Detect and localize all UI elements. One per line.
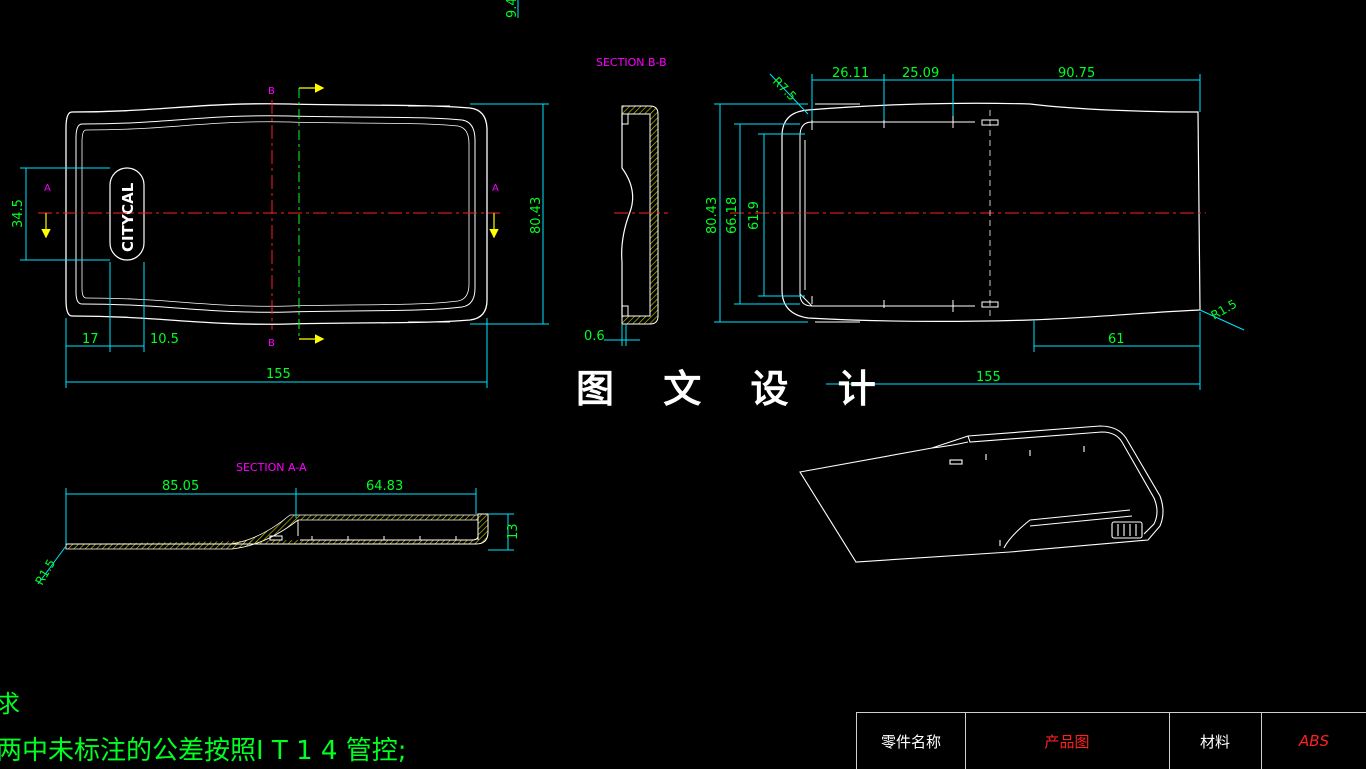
section-a-view: SECTION A-A 85.05 64.83 13 R1.5 bbox=[32, 461, 521, 588]
section-b-profile bbox=[621, 114, 634, 316]
section-a-base bbox=[66, 513, 489, 545]
top-view-inner-outline bbox=[75, 115, 476, 313]
dim-80-43-side: 80.43 bbox=[705, 197, 720, 234]
dim-r7-5: R7.5 bbox=[770, 74, 799, 103]
note-line-2: 两中未标注的公差按照I T 1 4 管控; bbox=[0, 736, 407, 766]
title-block: 零件名称 产品图 材料 ABS bbox=[856, 712, 1366, 769]
logo-capsule bbox=[109, 167, 145, 261]
dim-13: 13 bbox=[506, 523, 521, 540]
logo-text: CITYCAL bbox=[119, 182, 137, 252]
dim-26-11: 26.11 bbox=[832, 66, 869, 81]
section-mark-b-bottom: B bbox=[268, 338, 275, 349]
dim-17: 17 bbox=[82, 332, 99, 347]
section-b-title: SECTION B-B bbox=[596, 56, 667, 69]
top-view-dimensions bbox=[20, 0, 549, 388]
section-a-title: SECTION A-A bbox=[236, 461, 307, 474]
dim-64-83: 64.83 bbox=[366, 479, 403, 494]
section-mark-b-top: B bbox=[268, 86, 275, 97]
section-a-profile bbox=[269, 514, 479, 541]
side-view-ribs bbox=[811, 103, 999, 323]
dim-90-75: 90.75 bbox=[1058, 66, 1095, 81]
top-view: CITYCAL A A B B bbox=[11, 0, 549, 388]
section-a-dimensions bbox=[37, 488, 514, 585]
dim-80-43-top: 80.43 bbox=[529, 197, 544, 234]
dim-10-5: 10.5 bbox=[150, 332, 179, 347]
section-mark-a-left: A bbox=[44, 183, 51, 194]
dim-9-4: 9.4 bbox=[505, 0, 520, 18]
side-view-inner bbox=[799, 121, 975, 307]
side-view: R7.5 26.11 25.09 90.75 80.43 66.18 61.9 … bbox=[705, 66, 1245, 390]
dim-r1-5-side: R1.5 bbox=[1209, 297, 1240, 323]
vent-slots bbox=[408, 105, 450, 323]
isometric-view bbox=[799, 425, 1164, 563]
section-b-view: SECTION B-B 0.6 bbox=[584, 56, 668, 346]
dim-85-05: 85.05 bbox=[162, 479, 199, 494]
dim-155-side: 155 bbox=[976, 370, 1001, 385]
side-view-dimensions bbox=[714, 73, 1245, 390]
part-name-value: 产品图 bbox=[1044, 732, 1090, 751]
dim-155-top: 155 bbox=[266, 367, 291, 382]
section-mark-a-right: A bbox=[492, 183, 499, 194]
material-label: 材料 bbox=[1199, 732, 1230, 751]
dim-66-18: 66.18 bbox=[725, 197, 740, 234]
dim-0-6: 0.6 bbox=[584, 329, 605, 344]
side-view-outline bbox=[781, 102, 1201, 322]
watermark-text: 图 文 设 计 bbox=[576, 366, 894, 411]
note-line-1: 求 bbox=[0, 690, 20, 718]
top-view-outline bbox=[65, 103, 488, 325]
dim-61-9: 61.9 bbox=[747, 201, 762, 230]
section-b-hatch-body bbox=[621, 105, 659, 325]
dim-25-09: 25.09 bbox=[902, 66, 939, 81]
section-b-inner-curve bbox=[622, 114, 651, 316]
top-view-inner-rim bbox=[81, 121, 470, 307]
dim-61: 61 bbox=[1108, 332, 1125, 347]
material-value: ABS bbox=[1298, 732, 1330, 750]
dim-34-5: 34.5 bbox=[11, 199, 26, 228]
part-name-label: 零件名称 bbox=[880, 732, 941, 751]
